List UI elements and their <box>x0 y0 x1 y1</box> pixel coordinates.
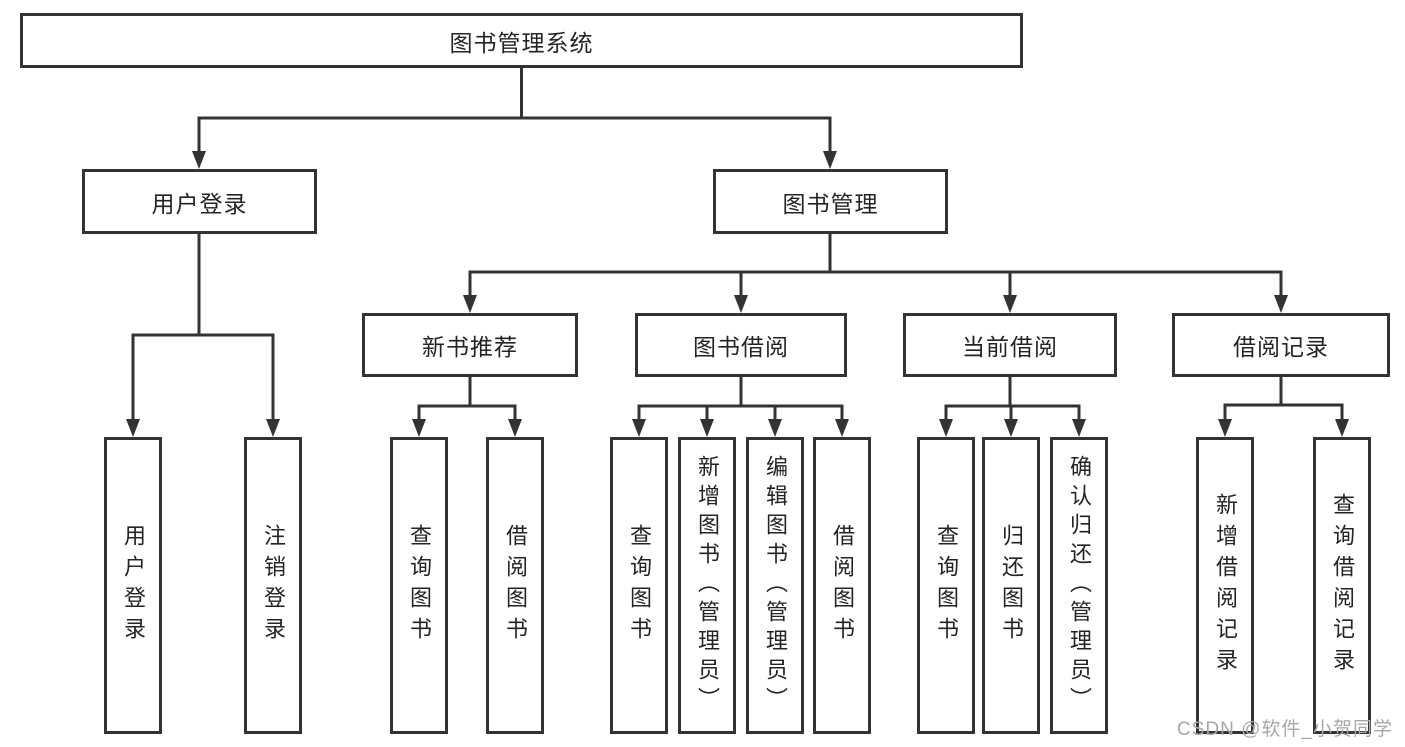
leaf-current-confirm-return-admin: 确认归还（管理员） <box>1050 437 1108 734</box>
node-user-login: 用户登录 <box>82 169 317 234</box>
leaf-label: 确认归还（管理员） <box>1067 455 1092 716</box>
connector-line <box>468 234 1283 296</box>
node-book-management: 图书管理 <box>713 169 948 234</box>
arrow-down-icon <box>632 419 849 437</box>
leaf-label: 注销登录 <box>261 523 286 648</box>
leaf-borrow-query-book: 查询图书 <box>610 437 668 734</box>
leaf-borrow-borrow-book: 借阅图书 <box>813 437 871 734</box>
leaf-label: 归还图书 <box>999 523 1024 648</box>
node-root-system: 图书管理系统 <box>20 13 1023 68</box>
leaf-label: 编辑图书（管理员） <box>763 455 788 716</box>
leaf-label: 查询图书 <box>407 523 432 648</box>
node-book-borrow: 图书借阅 <box>635 313 847 377</box>
connector-line <box>131 234 275 420</box>
leaf-label: 新增图书（管理员） <box>695 455 720 716</box>
node-borrow-record: 借阅记录 <box>1172 313 1390 377</box>
connector-line <box>197 68 832 152</box>
arrow-down-icon <box>126 419 280 437</box>
leaf-label: 用户登录 <box>121 523 146 648</box>
watermark: CSDN @软件_小贺同学 <box>1177 719 1393 740</box>
connector-line <box>944 377 1081 420</box>
leaf-newbook-borrow-book: 借阅图书 <box>486 437 544 734</box>
arrow-down-icon <box>1218 419 1349 437</box>
node-current-borrow: 当前借阅 <box>903 313 1117 377</box>
leaf-record-query-borrow-record: 查询借阅记录 <box>1313 437 1371 734</box>
leaf-label: 新增借阅记录 <box>1213 492 1238 679</box>
leaf-current-return-book: 归还图书 <box>982 437 1040 734</box>
arrow-down-icon <box>463 295 1288 313</box>
leaf-user-login: 用户登录 <box>104 437 162 734</box>
leaf-label: 查询图书 <box>934 523 959 648</box>
leaf-label: 借阅图书 <box>503 523 528 648</box>
connector-line <box>1223 377 1344 420</box>
leaf-logout-login: 注销登录 <box>244 437 302 734</box>
connector-line <box>417 377 517 420</box>
leaf-borrow-edit-book-admin: 编辑图书（管理员） <box>746 437 804 734</box>
leaf-label: 查询借阅记录 <box>1330 492 1355 679</box>
arrow-down-icon <box>412 419 522 437</box>
connector-line <box>637 377 844 420</box>
node-new-book-recommend: 新书推荐 <box>362 313 578 377</box>
leaf-record-add-borrow-record: 新增借阅记录 <box>1196 437 1254 734</box>
leaf-newbook-query-book: 查询图书 <box>390 437 448 734</box>
leaf-borrow-add-book-admin: 新增图书（管理员） <box>678 437 736 734</box>
arrow-down-icon <box>192 151 837 169</box>
arrow-down-icon <box>939 419 1086 437</box>
leaf-label: 借阅图书 <box>830 523 855 648</box>
leaf-current-query-book: 查询图书 <box>917 437 975 734</box>
leaf-label: 查询图书 <box>627 523 652 648</box>
